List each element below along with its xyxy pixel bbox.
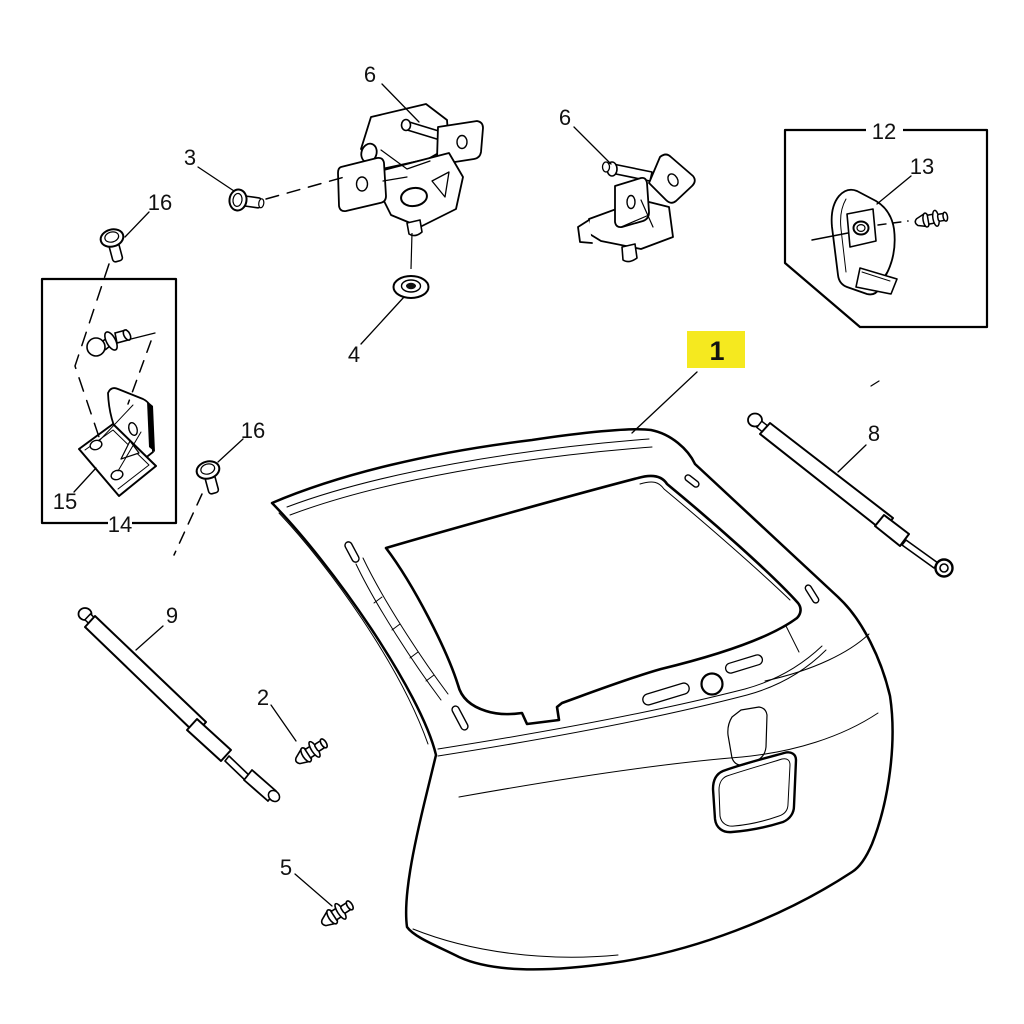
license-handle-recess — [711, 751, 798, 834]
leader-lines — [73, 83, 912, 907]
bracket-13 — [830, 188, 898, 296]
latch-assembly-right — [577, 153, 696, 263]
molding-pin-icon — [451, 705, 469, 731]
assembly-dashed-lines — [74, 175, 909, 556]
bracket-box-12 — [783, 128, 989, 329]
callout-13-label: 13 — [910, 154, 934, 179]
vent-slot — [724, 654, 764, 674]
callout-6-top-label: 6 — [364, 62, 376, 87]
callout-12-label: 12 — [872, 119, 896, 144]
callout-4-label: 4 — [348, 342, 360, 367]
tailgate-panel — [270, 380, 894, 971]
callout-14-label: 14 — [108, 512, 132, 537]
bolt-16-top — [99, 228, 125, 263]
gas-strut-right — [747, 412, 954, 578]
vent-slot — [642, 682, 690, 706]
latch-assembly-top — [337, 103, 484, 237]
clip-5 — [320, 900, 354, 927]
rear-window-opening — [384, 474, 802, 726]
grommet-4 — [392, 232, 430, 299]
callout-9-label: 9 — [166, 603, 178, 628]
clip-13-pin — [914, 209, 949, 228]
callout-1-label: 1 — [709, 336, 724, 366]
callout-16-right-label: 16 — [241, 418, 265, 443]
tick-mark — [870, 380, 880, 387]
callouts: 1 2 3 4 5 6 6 8 9 12 13 14 15 16 16 — [53, 62, 934, 880]
callout-2-label: 2 — [257, 685, 269, 710]
callout-6-right-label: 6 — [559, 105, 571, 130]
bolt-16-right — [195, 460, 221, 495]
gas-strut-left — [77, 607, 281, 803]
callout-3-label: 3 — [184, 145, 196, 170]
callout-16-top-label: 16 — [148, 190, 172, 215]
callout-1-highlight — [687, 331, 745, 368]
callout-5-label: 5 — [280, 855, 292, 880]
wiper-hole — [700, 672, 724, 696]
striker-plate-15 — [78, 387, 157, 497]
molding-clip-icon — [684, 474, 700, 488]
box-12-border — [783, 128, 989, 329]
clip-2 — [294, 738, 328, 765]
tailgate-outline — [270, 427, 894, 971]
ball-stud-clip — [86, 329, 132, 357]
callout-8-label: 8 — [868, 421, 880, 446]
box-14-border — [40, 277, 178, 525]
molding-pin-icon — [344, 541, 360, 563]
molding-clip-icon — [804, 584, 820, 604]
callout-15-label: 15 — [53, 489, 77, 514]
bolt-3 — [228, 188, 265, 212]
striker-box-14 — [40, 277, 178, 525]
